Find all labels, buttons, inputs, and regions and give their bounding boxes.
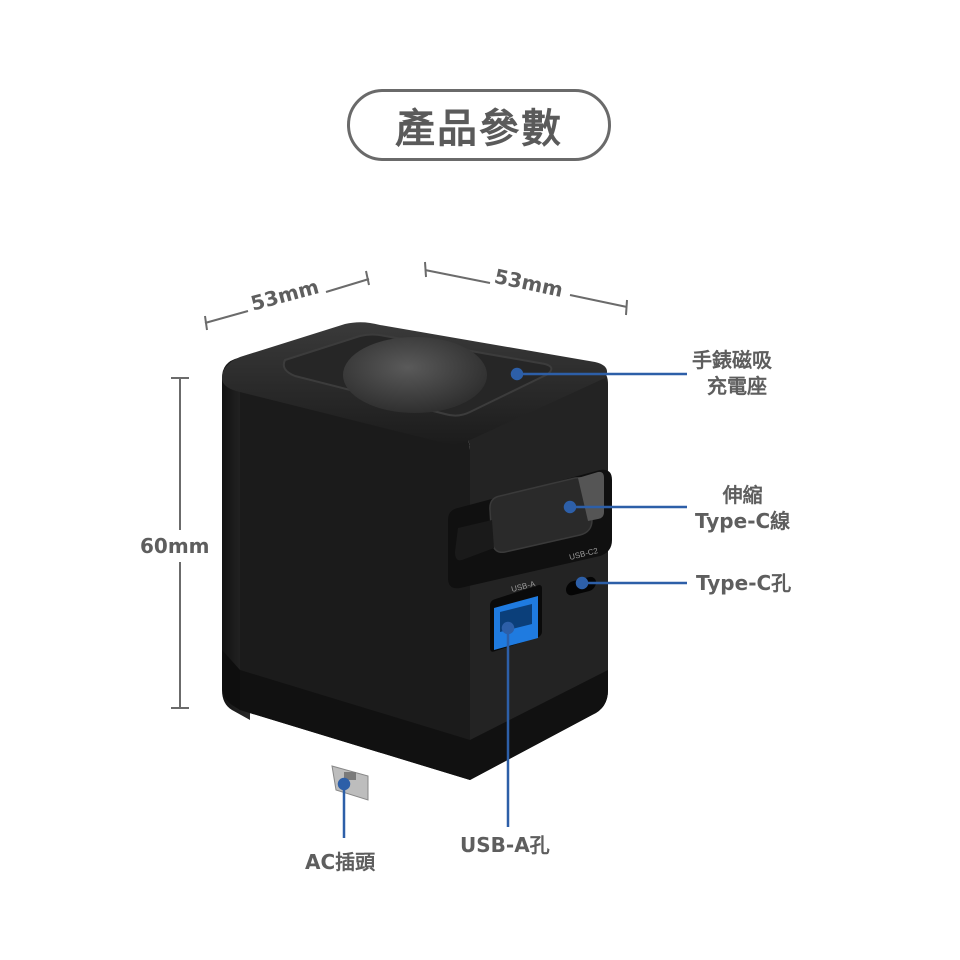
page-title: 產品參數 xyxy=(347,89,611,161)
callout-typec-port: Type-C孔 xyxy=(696,571,792,595)
dim-height: 60mm xyxy=(140,534,210,558)
callout-ac-plug: AC插頭 xyxy=(305,850,376,874)
magnetic-puck-icon xyxy=(343,337,487,413)
charger-device xyxy=(222,322,612,801)
callout-magnetic-pad-line1: 手錶磁吸 xyxy=(692,348,772,372)
callout-retract-cable: 伸縮 Type-C線 xyxy=(695,482,790,534)
callout-retract-cable-line1: 伸縮 xyxy=(722,483,763,507)
callout-usba-port: USB-A孔 xyxy=(460,833,550,857)
dimension-lines xyxy=(171,261,628,709)
callout-retract-cable-line2: Type-C線 xyxy=(695,509,791,533)
leader-lines xyxy=(337,367,687,838)
callout-magnetic-pad-line2: 充電座 xyxy=(707,374,767,398)
callout-magnetic-pad: 手錶磁吸 充電座 xyxy=(692,347,772,399)
